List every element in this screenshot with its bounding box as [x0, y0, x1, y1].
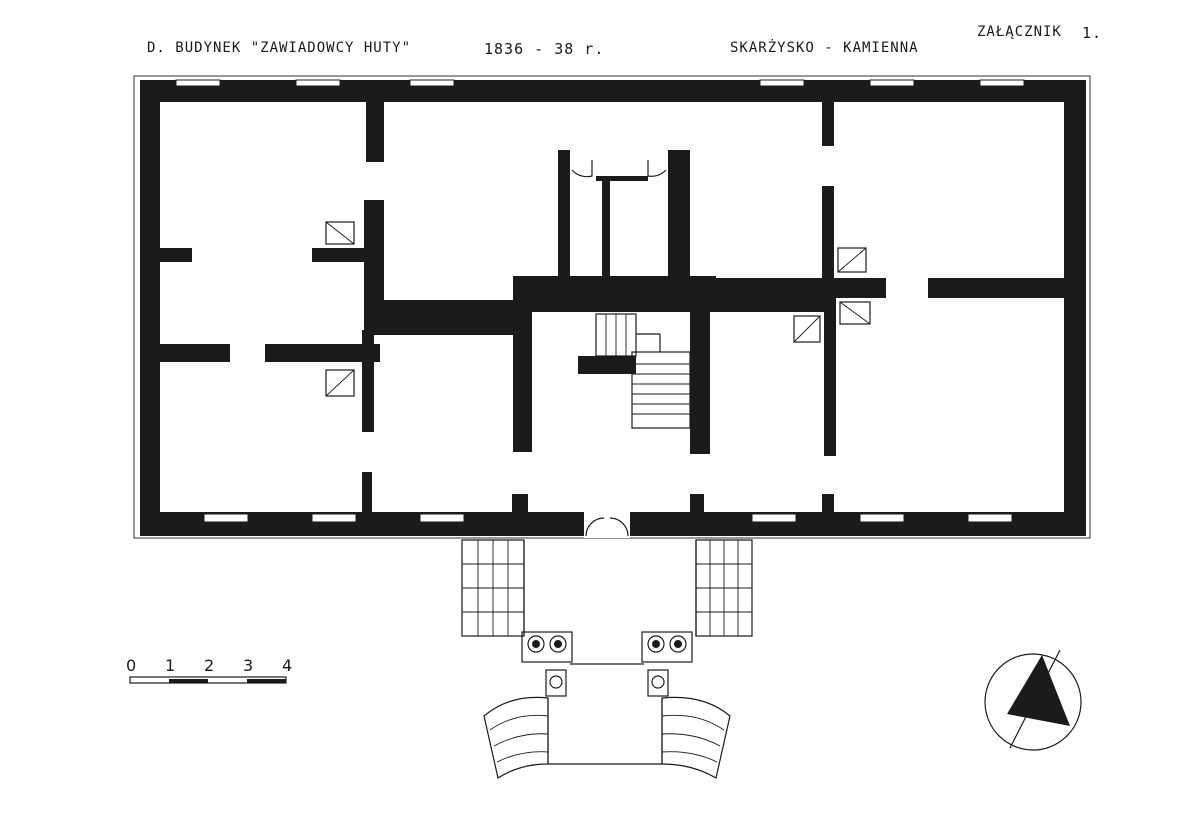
construction-years: 1836 - 38 r.	[484, 40, 605, 58]
drawing-title: D. BUDYNEK "ZAWIADOWCY HUTY"	[147, 40, 412, 56]
staircase	[595, 313, 691, 429]
appendix-number: 1.	[1082, 24, 1103, 42]
scale-label-3: 3	[243, 656, 254, 675]
appendix-label: ZAŁĄCZNIK	[977, 24, 1062, 40]
main-entrance-door	[585, 517, 629, 537]
scale-label-0: 0	[126, 656, 137, 675]
north-wall	[140, 80, 1086, 102]
scale-label-2: 2	[204, 656, 215, 675]
vestibule-door-left	[571, 160, 593, 178]
walls	[140, 80, 1086, 536]
scale-bar	[129, 676, 287, 684]
location-label: SKARŻYSKO - KAMIENNA	[730, 40, 919, 56]
east-wall	[1064, 80, 1086, 536]
curved-front-steps	[483, 696, 731, 779]
stair-landing-block	[578, 356, 636, 374]
tiled-stove-icon	[325, 221, 871, 397]
main-entrance-gap	[584, 510, 630, 538]
west-wall	[140, 80, 160, 536]
north-arrow-triangle-icon	[984, 649, 1082, 751]
scale-label-1: 1	[165, 656, 176, 675]
pedestals	[521, 631, 693, 697]
scale-label-4: 4	[282, 656, 293, 675]
vestibule-door-right	[647, 160, 667, 177]
entrance-terrace	[461, 539, 753, 765]
north-windows	[175, 79, 1025, 87]
south-windows	[203, 513, 1013, 523]
